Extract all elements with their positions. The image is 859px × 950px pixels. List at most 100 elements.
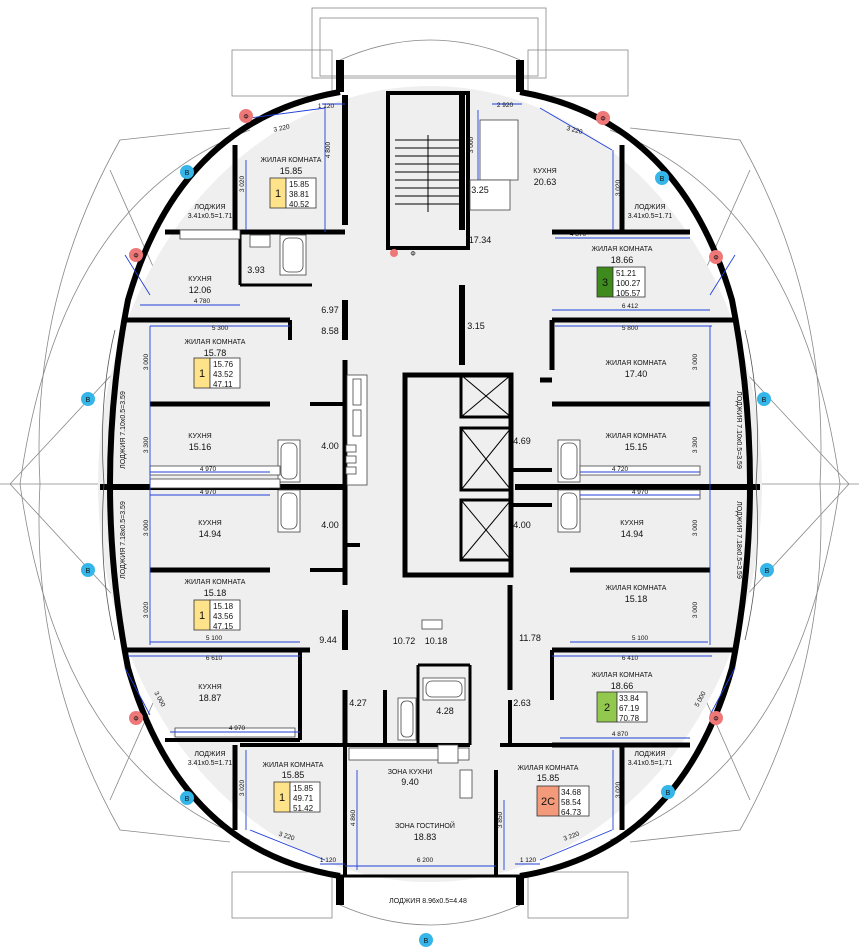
svg-text:Ф: Ф xyxy=(713,716,718,723)
small-area: 4.00 xyxy=(321,520,339,530)
svg-text:Ф: Ф xyxy=(243,114,248,121)
side-loggia-label: ЛОДЖИЯ 7.10х0.5=3.59 xyxy=(120,391,127,469)
dimension-label: 4 970 xyxy=(200,489,217,496)
apartment-box: 2С 34.68 58.54 64.73 xyxy=(536,785,590,817)
room-area: 12.06 xyxy=(189,285,212,295)
apartment-rooms: 2 xyxy=(604,702,610,714)
room-label: ЗОНА КУХНИ xyxy=(388,769,433,776)
marker-b: В xyxy=(661,785,675,799)
apartment-living-area: 51.21 xyxy=(616,269,637,278)
marker-f: Ф xyxy=(129,248,143,262)
marker-b: В xyxy=(180,791,194,805)
apartment-rooms: 2С xyxy=(541,796,555,808)
dimension-label: 3 220 xyxy=(566,125,584,136)
svg-text:Ф: Ф xyxy=(600,116,605,123)
apartment-full-area: 70.78 xyxy=(619,714,640,723)
apartment-full-area: 40.52 xyxy=(289,200,310,209)
small-area: 6.97 xyxy=(321,305,339,315)
marker-b: В xyxy=(760,563,774,577)
apartment-full-area: 47.11 xyxy=(213,380,233,389)
side-loggia-outlines xyxy=(102,329,758,641)
dimension-label: 3 020 xyxy=(615,179,622,196)
dimension-label: 6 410 xyxy=(622,655,639,662)
dimension-label: 3 020 xyxy=(143,601,150,618)
apartment-box: 1 15.76 43.52 47.11 xyxy=(193,357,241,389)
dimension-label: 1 120 xyxy=(520,857,537,864)
svg-text:В: В xyxy=(765,568,770,575)
dimension-label: 4 870 xyxy=(612,731,629,738)
small-area: 17.34 xyxy=(469,235,492,245)
apartment-total-area: 49.71 xyxy=(293,794,314,803)
svg-text:В: В xyxy=(86,568,91,575)
marker-b: В xyxy=(180,165,194,179)
marker-b: В xyxy=(81,392,95,406)
apartment-rooms: 1 xyxy=(199,610,205,622)
apartment-box: 3 51.21 100.27 105.57 xyxy=(596,266,646,298)
room-label: ЖИЛАЯ КОМНАТА xyxy=(592,246,653,253)
side-loggia-label: ЛОДЖИЯ 7.18х0.5=3.59 xyxy=(735,501,742,579)
small-area: 8.58 xyxy=(321,326,339,336)
room-label: ЖИЛАЯ КОМНАТА xyxy=(592,672,653,679)
svg-text:Ф: Ф xyxy=(133,716,138,723)
side-loggia-labels: ЛОДЖИЯ 7.10х0.5=3.59 ЛОДЖИЯ 7.18х0.5=3.5… xyxy=(120,391,742,905)
room-label: ЖИЛАЯ КОМНАТА xyxy=(606,360,667,367)
small-area: 4.69 xyxy=(513,436,531,446)
room-area: 18.66 xyxy=(611,255,634,265)
small-area: 9.44 xyxy=(319,635,337,645)
dimension-label: 6 610 xyxy=(206,655,223,662)
room-label: ЛОДЖИЯ xyxy=(634,204,665,211)
dimension-label: 3 020 xyxy=(239,175,246,192)
room-label: КУХНЯ xyxy=(188,276,211,283)
apartment-rooms: 1 xyxy=(275,188,281,200)
dimension-label: 2 920 xyxy=(497,102,514,109)
room-area: 18.87 xyxy=(199,693,222,703)
room-label: ЛОДЖИЯ xyxy=(634,751,665,758)
apartment-rooms: 3 xyxy=(602,277,608,289)
small-area: 3.15 xyxy=(467,321,485,331)
room-labels: ЖИЛАЯ КОМНАТА 15.85 КУХНЯ 20.63 ЛОДЖИЯ 3… xyxy=(185,157,673,842)
room-label: ЖИЛАЯ КОМНАТА xyxy=(185,339,246,346)
side-loggia-label: ЛОДЖИЯ 7.10х0.5=3.59 xyxy=(735,391,742,469)
dimension-label: 1 120 xyxy=(318,103,335,110)
small-area: 3.93 xyxy=(247,265,265,275)
marker-b: В xyxy=(81,563,95,577)
guide-lines xyxy=(0,7,859,926)
apartment-total-area: 67.19 xyxy=(619,704,640,713)
room-area: 3.41x0.5=1.71 xyxy=(628,760,673,767)
room-label: КУХНЯ xyxy=(198,520,221,527)
small-area: 4.27 xyxy=(349,698,367,708)
svg-text:В: В xyxy=(666,790,671,797)
svg-text:Ф: Ф xyxy=(133,253,138,260)
small-area: 11.78 xyxy=(519,633,541,643)
room-label: КУХНЯ xyxy=(620,520,643,527)
dimension-label: 3 020 xyxy=(615,781,622,798)
room-area: 3.41x0.5=1.71 xyxy=(188,213,233,220)
room-area: 15.85 xyxy=(282,770,305,780)
dimension-label: 4 870 xyxy=(570,231,587,238)
interior-walls xyxy=(100,91,760,876)
small-area: 4.28 xyxy=(436,706,454,716)
svg-text:Ф: Ф xyxy=(713,255,718,262)
apartment-box: 1 15.18 43.56 47.15 xyxy=(193,599,241,631)
dimension-label: 4 800 xyxy=(325,141,332,158)
dimension-label: 3 850 xyxy=(497,811,504,828)
dimension-label: 4 860 xyxy=(350,809,357,826)
apartment-full-area: 47.15 xyxy=(213,622,234,631)
room-area: 15.85 xyxy=(280,166,303,176)
apartment-full-area: 51.42 xyxy=(293,804,314,813)
room-label: ЖИЛАЯ КОМНАТА xyxy=(261,157,322,164)
marker-f: Ф xyxy=(239,109,253,123)
apartment-total-area: 43.56 xyxy=(213,612,234,621)
dimension-label: 3 020 xyxy=(239,779,246,796)
svg-text:В: В xyxy=(86,397,91,404)
room-label: ЛОДЖИЯ xyxy=(194,204,225,211)
apartment-total-area: 100.27 xyxy=(616,279,641,288)
apartment-rooms: 1 xyxy=(199,368,205,380)
room-area: 18.83 xyxy=(414,832,437,842)
room-area: 14.94 xyxy=(199,529,222,539)
room-label: ЖИЛАЯ КОМНАТА xyxy=(518,765,579,772)
marker-f: Ф xyxy=(709,250,723,264)
dimension-label: 4 780 xyxy=(194,298,211,305)
apartment-rooms: 1 xyxy=(279,792,285,804)
